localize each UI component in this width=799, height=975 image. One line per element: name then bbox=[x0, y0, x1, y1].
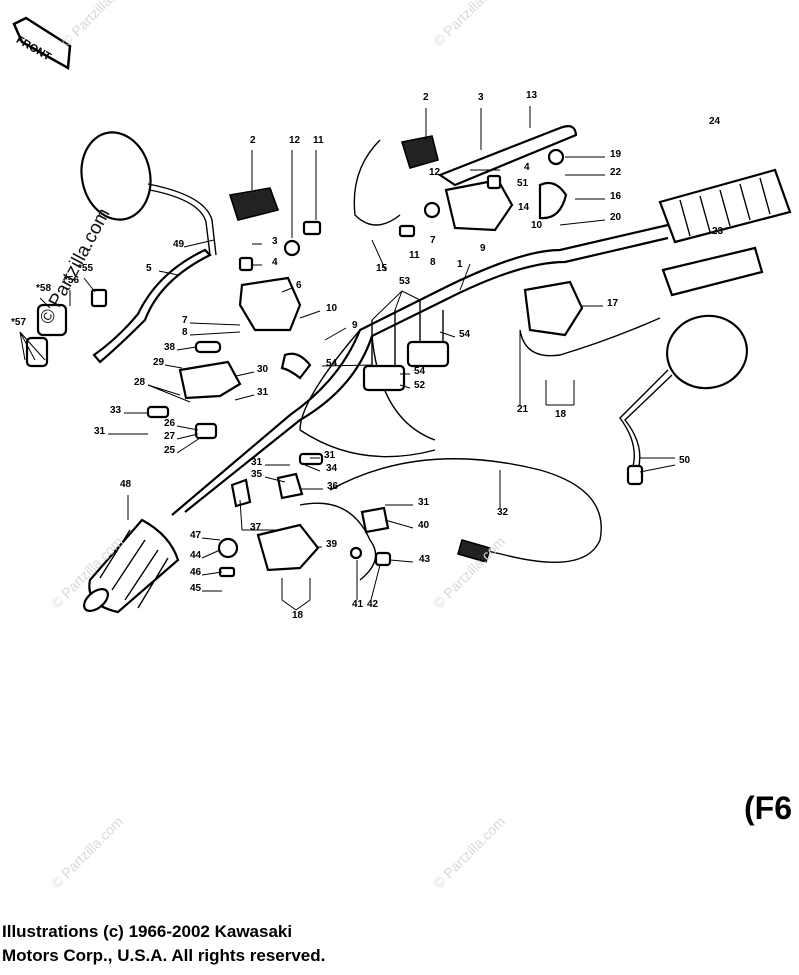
part-callout-c1: 1 bbox=[457, 259, 463, 270]
part-callout-c31a: 31 bbox=[257, 387, 269, 398]
part-callout-c3a: 3 bbox=[478, 92, 484, 103]
part-callout-c54c: 54 bbox=[414, 366, 426, 377]
part-callout-c4b: 4 bbox=[272, 257, 278, 268]
part-callout-c54b: 54 bbox=[326, 358, 338, 369]
part-callout-c31d: 31 bbox=[251, 457, 263, 468]
part-callout-c14: 14 bbox=[518, 202, 530, 213]
part-callout-c18b: 18 bbox=[292, 610, 304, 621]
copyright-line-1: Illustrations (c) 1966-2002 Kawasaki bbox=[2, 922, 293, 941]
part-callout-c31b: 31 bbox=[94, 426, 106, 437]
part-callout-c45: 45 bbox=[190, 583, 202, 594]
part-callout-c40: 40 bbox=[418, 520, 430, 531]
part-callout-c44: 44 bbox=[190, 550, 202, 561]
part-callout-c33: 33 bbox=[110, 405, 122, 416]
part-callout-c31c: 31 bbox=[324, 450, 336, 461]
part-callout-c58: *58 bbox=[36, 283, 51, 294]
part-callout-c11b: 11 bbox=[409, 250, 420, 261]
part-callout-c16: 16 bbox=[610, 191, 622, 202]
figure-code: (F6 bbox=[744, 790, 792, 826]
part-callout-c22: 22 bbox=[610, 167, 622, 178]
part-callout-c54a: 54 bbox=[459, 329, 471, 340]
part-callout-c2b: 2 bbox=[423, 92, 429, 103]
part-callout-c29: 29 bbox=[153, 357, 165, 368]
part-callout-c28a: 28 bbox=[134, 377, 146, 388]
leader-lines bbox=[19, 106, 676, 611]
right-mirror bbox=[619, 314, 748, 486]
cables bbox=[299, 139, 661, 581]
left-mirror bbox=[80, 131, 217, 256]
left-grip bbox=[83, 518, 180, 614]
part-callout-c12b: 12 bbox=[429, 167, 441, 178]
part-callout-c12a: 12 bbox=[289, 135, 301, 146]
part-callout-c11a: 11 bbox=[313, 135, 324, 146]
part-callout-c23: 23 bbox=[712, 226, 724, 237]
part-callout-c13: 13 bbox=[526, 90, 538, 101]
switch-housings bbox=[178, 178, 584, 572]
part-callout-c27: 27 bbox=[164, 431, 176, 442]
part-callout-c7b: 7 bbox=[182, 315, 188, 326]
part-callout-c55: *55 bbox=[78, 263, 93, 274]
part-callout-c10a: 10 bbox=[531, 220, 543, 231]
part-callout-c5: 5 bbox=[146, 263, 152, 274]
part-callout-c26: 26 bbox=[164, 418, 176, 429]
part-callout-c57: *57 bbox=[11, 317, 26, 328]
part-callout-c9a: 9 bbox=[480, 243, 486, 254]
part-callout-c8b: 8 bbox=[182, 327, 188, 338]
part-callout-c9b: 9 bbox=[352, 320, 358, 331]
part-callout-c25: 25 bbox=[164, 445, 176, 456]
part-callout-c6: 6 bbox=[296, 280, 302, 291]
part-callout-c46: 46 bbox=[190, 567, 202, 578]
part-callout-c31e: 31 bbox=[418, 497, 430, 508]
part-callout-c43: 43 bbox=[419, 554, 431, 565]
part-callout-c51: 51 bbox=[517, 178, 529, 189]
part-callout-c2a: 2 bbox=[250, 135, 256, 146]
part-callout-c37: 37 bbox=[250, 522, 262, 533]
part-callout-c52: 52 bbox=[414, 380, 426, 391]
part-callout-c30: 30 bbox=[257, 364, 269, 375]
copyright-notice: Illustrations (c) 1966-2002 Kawasaki Mot… bbox=[2, 920, 325, 968]
part-callout-c17: 17 bbox=[607, 298, 619, 309]
clutch-lever bbox=[92, 248, 212, 364]
part-callout-c34: 34 bbox=[326, 463, 338, 474]
part-callout-c19: 19 bbox=[610, 149, 622, 160]
handlebar-clamps bbox=[362, 300, 450, 392]
front-arrow-badge: FRONT bbox=[12, 16, 74, 72]
part-callout-c4a: 4 bbox=[524, 162, 530, 173]
throttle-grip bbox=[658, 168, 792, 297]
part-callout-c24: 24 bbox=[709, 116, 721, 127]
part-callout-c21: 21 bbox=[517, 404, 529, 415]
part-callout-c8a: 8 bbox=[430, 257, 436, 268]
part-callout-c15: 15 bbox=[376, 263, 388, 274]
part-callout-c47: 47 bbox=[190, 530, 202, 541]
part-callout-c41: 41 bbox=[352, 599, 364, 610]
part-callout-c50: 50 bbox=[679, 455, 691, 466]
part-callout-c3b: 3 bbox=[272, 236, 278, 247]
part-callout-c18a: 18 bbox=[555, 409, 567, 420]
part-callout-c53: 53 bbox=[399, 276, 411, 287]
part-callout-c39: 39 bbox=[326, 539, 338, 550]
part-callout-c32: 32 bbox=[497, 507, 509, 518]
part-callout-c10b: 10 bbox=[326, 303, 338, 314]
part-callout-c42: 42 bbox=[367, 599, 379, 610]
part-callout-c49: 49 bbox=[173, 239, 185, 250]
part-callout-c56: *56 bbox=[64, 275, 79, 286]
part-callout-c38: 38 bbox=[164, 342, 176, 353]
part-callout-c20: 20 bbox=[610, 212, 622, 223]
part-callout-c36: 36 bbox=[327, 481, 339, 492]
part-callout-c48: 48 bbox=[120, 479, 132, 490]
part-callout-c35: 35 bbox=[251, 469, 263, 480]
copyright-line-2: Motors Corp., U.S.A. All rights reserved… bbox=[2, 946, 326, 965]
part-callout-c7a: 7 bbox=[430, 235, 436, 246]
front-arrow-icon bbox=[12, 16, 72, 71]
